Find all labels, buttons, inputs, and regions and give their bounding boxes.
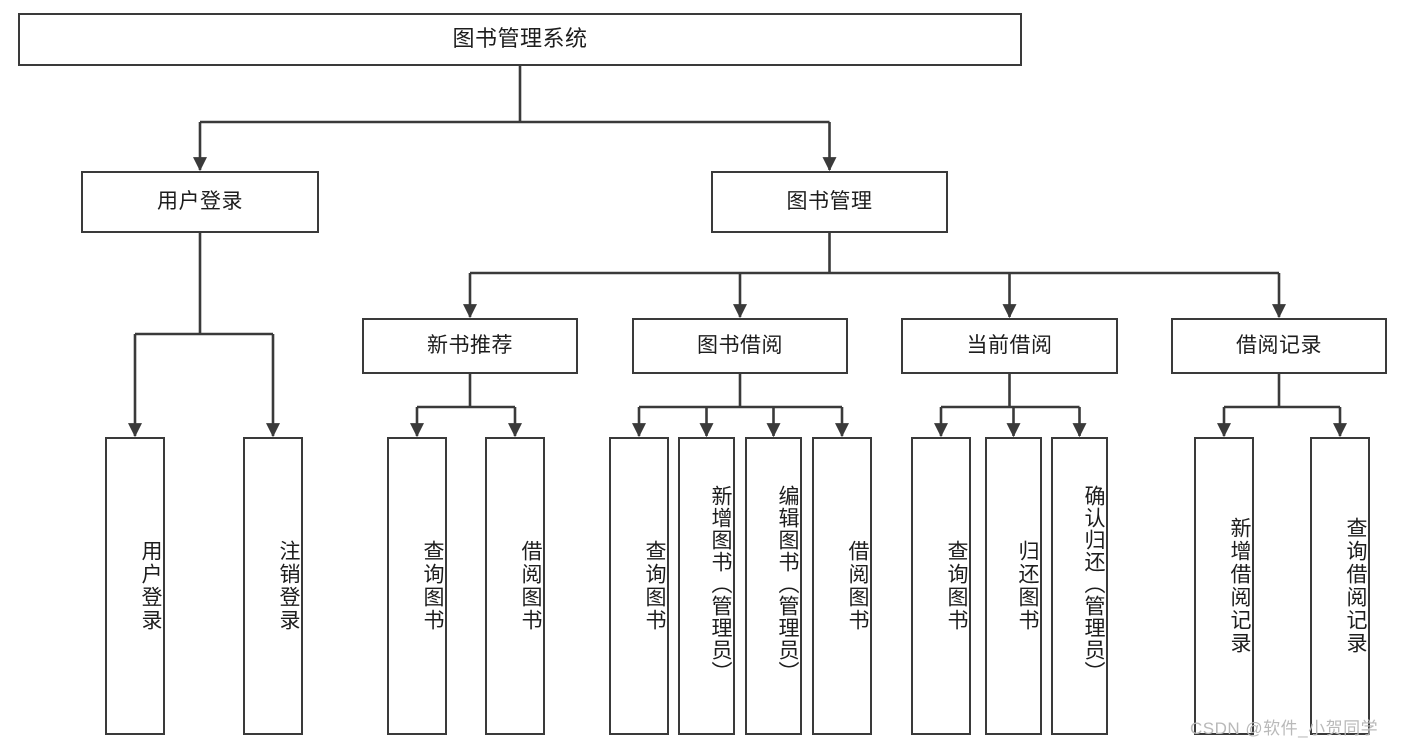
node-root-label: 图书管理系统 <box>452 26 588 52</box>
node-leaf-query-book-1[interactable]: 查询图书 <box>387 437 447 735</box>
node-book-borrow[interactable]: 图书借阅 <box>632 318 848 374</box>
node-book-manage[interactable]: 图书管理 <box>711 171 948 233</box>
node-leaf-add-record-label: 新增借阅记录 <box>1228 517 1251 655</box>
node-leaf-query-book-2[interactable]: 查询图书 <box>609 437 669 735</box>
node-leaf-return-book-label: 归还图书 <box>1016 540 1039 632</box>
node-leaf-return-book[interactable]: 归还图书 <box>985 437 1042 735</box>
node-root[interactable]: 图书管理系统 <box>18 13 1022 66</box>
node-leaf-add-book[interactable]: 新增图书（管理员） <box>678 437 735 735</box>
node-leaf-borrow-book-1-label: 借阅图书 <box>519 540 542 632</box>
node-borrow-record-label: 借阅记录 <box>1236 334 1322 358</box>
node-leaf-edit-book[interactable]: 编辑图书（管理员） <box>745 437 802 735</box>
node-leaf-confirm-return[interactable]: 确认归还（管理员） <box>1051 437 1108 735</box>
node-current-borrow[interactable]: 当前借阅 <box>901 318 1118 374</box>
node-leaf-user-logout-label: 注销登录 <box>277 540 300 632</box>
node-leaf-borrow-book-2[interactable]: 借阅图书 <box>812 437 872 735</box>
node-leaf-query-record-label: 查询借阅记录 <box>1344 517 1367 655</box>
node-book-manage-label: 图书管理 <box>786 190 873 214</box>
node-leaf-query-book-1-label: 查询图书 <box>421 540 444 632</box>
node-borrow-record[interactable]: 借阅记录 <box>1171 318 1387 374</box>
node-leaf-add-record[interactable]: 新增借阅记录 <box>1194 437 1254 735</box>
node-leaf-borrow-book-1[interactable]: 借阅图书 <box>485 437 545 735</box>
node-new-book-recommend-label: 新书推荐 <box>427 334 513 358</box>
node-current-borrow-label: 当前借阅 <box>966 334 1053 358</box>
node-leaf-user-login-label: 用户登录 <box>139 540 162 632</box>
node-user-login[interactable]: 用户登录 <box>81 171 319 233</box>
node-new-book-recommend[interactable]: 新书推荐 <box>362 318 578 374</box>
node-user-login-label: 用户登录 <box>157 190 243 214</box>
node-leaf-query-book-2-label: 查询图书 <box>643 540 666 632</box>
node-leaf-query-book-3[interactable]: 查询图书 <box>911 437 971 735</box>
watermark: CSDN @软件_小贺同学 <box>1190 719 1379 738</box>
node-leaf-add-book-label: 新增图书（管理员） <box>709 485 732 683</box>
node-leaf-user-login[interactable]: 用户登录 <box>105 437 165 735</box>
node-leaf-edit-book-label: 编辑图书（管理员） <box>776 485 799 683</box>
node-book-borrow-label: 图书借阅 <box>697 334 783 358</box>
node-leaf-borrow-book-2-label: 借阅图书 <box>846 540 869 632</box>
node-leaf-confirm-return-label: 确认归还（管理员） <box>1082 485 1105 683</box>
node-leaf-user-logout[interactable]: 注销登录 <box>243 437 303 735</box>
node-leaf-query-book-3-label: 查询图书 <box>945 540 968 632</box>
node-leaf-query-record[interactable]: 查询借阅记录 <box>1310 437 1370 735</box>
